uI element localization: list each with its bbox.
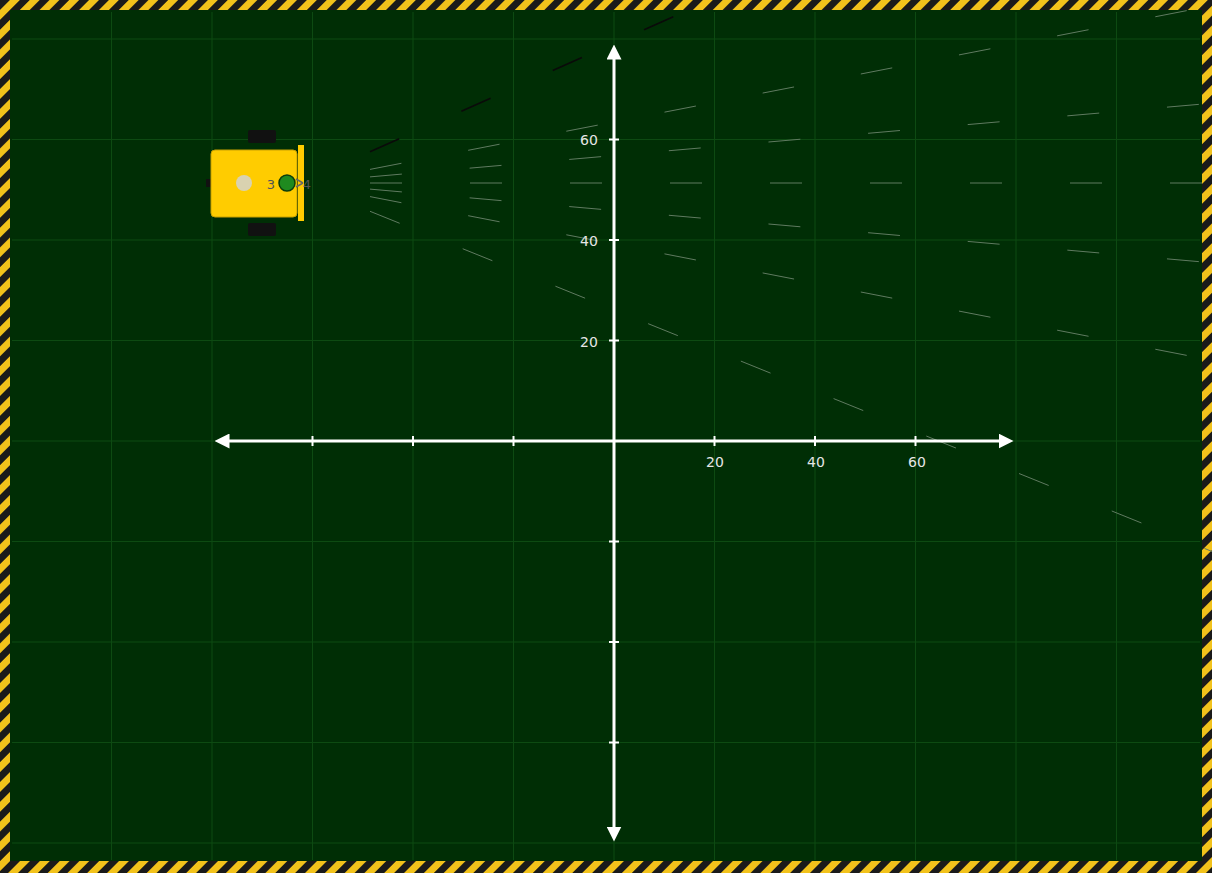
field-ground xyxy=(10,10,1202,861)
axis-label: 40 xyxy=(580,234,598,248)
axis-label: 60 xyxy=(908,455,926,469)
axis-ticks xyxy=(313,140,916,743)
axis-label: 20 xyxy=(580,335,598,349)
axis-label: 40 xyxy=(807,455,825,469)
axes xyxy=(222,52,1006,834)
robot xyxy=(206,130,304,236)
sensor-rays xyxy=(370,0,1212,623)
axis-label: 20 xyxy=(706,455,724,469)
port-number: 4 xyxy=(303,178,311,191)
axis-label: 60 xyxy=(580,133,598,147)
grid xyxy=(12,12,1200,860)
port-number: 3 xyxy=(267,178,275,191)
